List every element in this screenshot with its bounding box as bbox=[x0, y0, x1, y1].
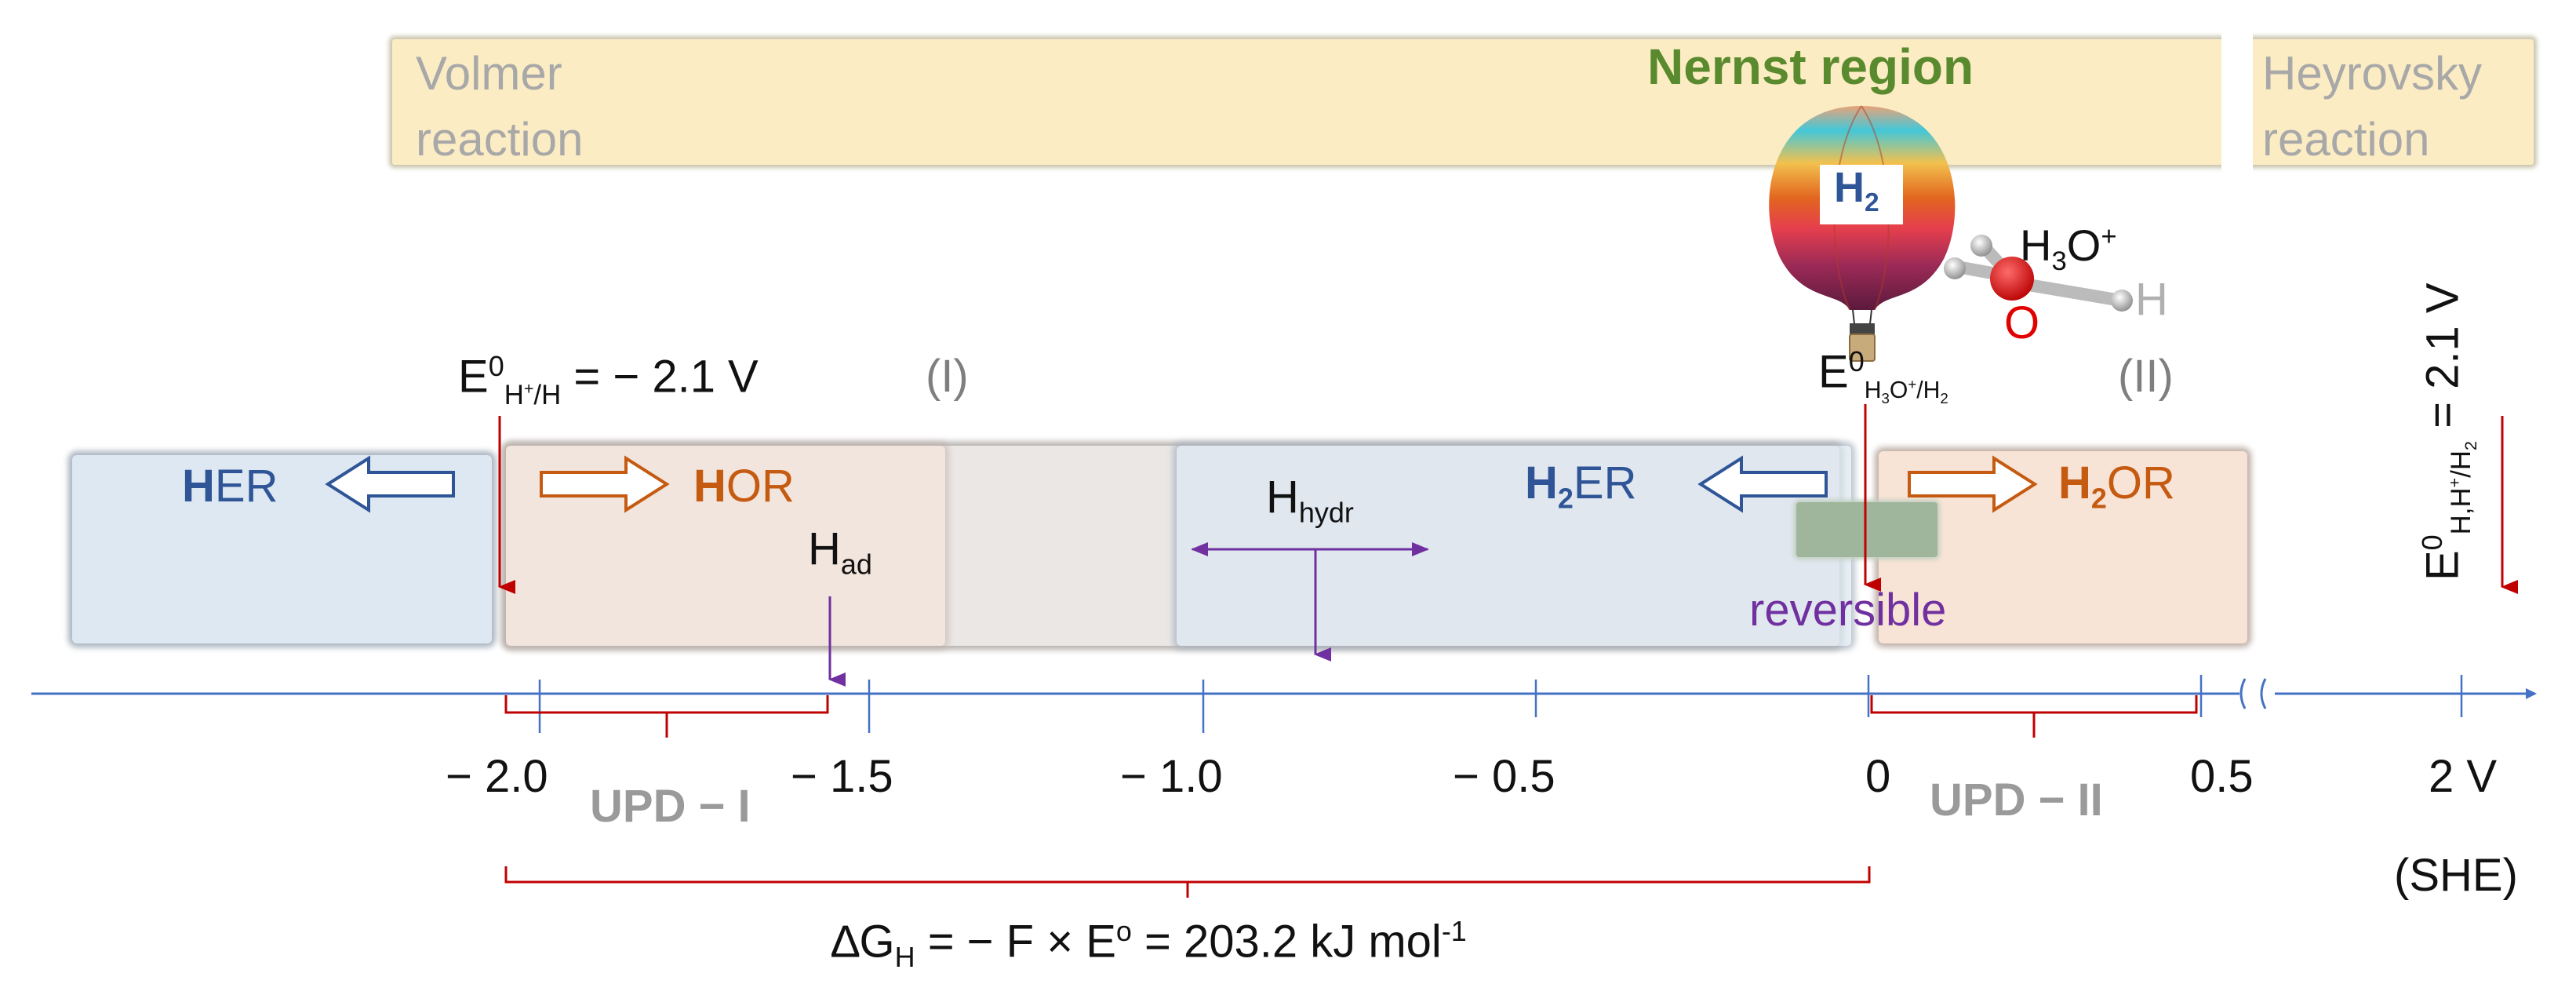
hydronium-molecule-icon bbox=[1944, 235, 2133, 312]
reaction-regimes-band bbox=[392, 39, 2534, 165]
upd-i-label: UPD − I bbox=[590, 781, 751, 832]
axis-ticks bbox=[538, 675, 2463, 733]
oxygen-label: O bbox=[2004, 297, 2040, 348]
right-standard-potential-label: E0H3O+/H2 bbox=[1818, 345, 1948, 406]
delta-g-bracket bbox=[504, 866, 1871, 898]
her-label: HER bbox=[182, 461, 278, 512]
hor-direction-arrow-icon bbox=[540, 455, 670, 513]
hydrogen-balloon-icon bbox=[1769, 105, 1956, 362]
gibbs-energy-equation: ∆GH = − F × Eo = 203.2 kJ mol-1 bbox=[831, 915, 1467, 973]
upd-i-bracket bbox=[504, 695, 829, 738]
balloon-h2-label: H2 bbox=[1834, 164, 1879, 217]
tick-label-2-v: 2 V bbox=[2429, 751, 2498, 802]
tick-label-minus-2-0: − 2.0 bbox=[446, 751, 548, 802]
h2or-direction-arrow-icon bbox=[1908, 455, 2038, 513]
hydrogen-label: H bbox=[2135, 274, 2168, 325]
h2er-label: H2ER bbox=[1525, 457, 1637, 515]
region-i-label: (I) bbox=[926, 351, 969, 402]
hydronium-formula: H3O+ bbox=[2020, 221, 2117, 277]
reversible-label: reversible bbox=[1749, 585, 1947, 636]
h-adsorbed-label: Had bbox=[808, 523, 872, 581]
tick-label-minus-1-5: − 1.5 bbox=[791, 751, 893, 802]
region-ii-label: (II) bbox=[2118, 351, 2174, 402]
reversible-overlap-marker bbox=[1796, 502, 1937, 557]
h2er-direction-arrow-icon bbox=[1697, 455, 1828, 513]
axis-unit-she: (SHE) bbox=[2394, 850, 2518, 901]
left-standard-potential-label: E0H+/H = − 2.1 V bbox=[458, 350, 759, 410]
axis-break-icon bbox=[2239, 678, 2267, 709]
tick-label-zero: 0 bbox=[1865, 751, 1891, 802]
h2or-label: H2OR bbox=[2058, 457, 2175, 515]
band-separator bbox=[2221, 31, 2253, 173]
tick-label-minus-1-0: − 1.0 bbox=[1120, 751, 1223, 802]
h-hydrated-label: Hhydr bbox=[1266, 472, 1354, 529]
her-direction-arrow-icon bbox=[325, 455, 455, 513]
hor-label: HOR bbox=[693, 461, 795, 512]
vertical-standard-potential-label: E0H,H+/H2 = 2.1 V bbox=[2416, 282, 2480, 581]
tick-label-minus-0-5: − 0.5 bbox=[1453, 751, 1555, 802]
nernst-region-label: Nernst region bbox=[1647, 38, 1974, 95]
upd-ii-label: UPD − II bbox=[1930, 774, 2103, 826]
upd-ii-bracket bbox=[1870, 695, 2198, 738]
tick-label-0-5: 0.5 bbox=[2190, 751, 2254, 802]
